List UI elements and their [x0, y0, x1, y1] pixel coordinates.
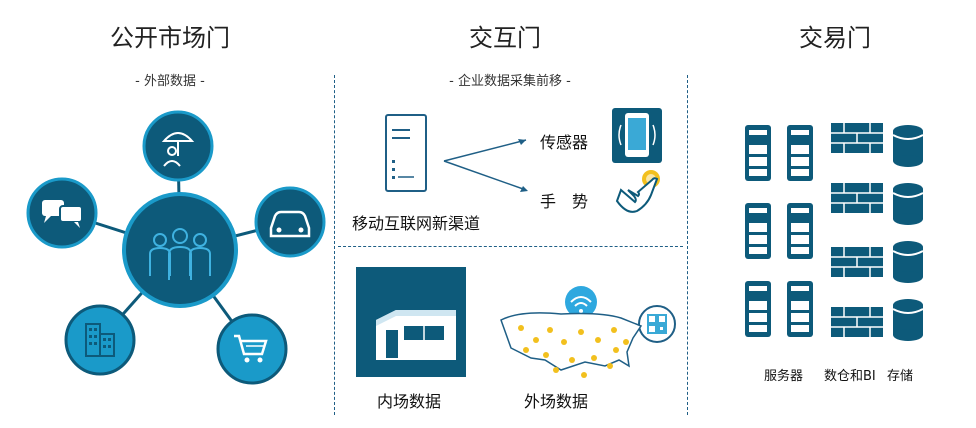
warehouse-bi-label: 数仓和BI: [824, 369, 876, 384]
sensor-label: 传感器: [540, 133, 589, 152]
server-icon: [745, 125, 813, 181]
shopping-cart-icon: [216, 313, 288, 385]
map-with-locations-icon: [500, 312, 643, 378]
server-icon: [745, 281, 813, 337]
wifi-icon: [565, 286, 597, 318]
car-icon: [254, 186, 326, 258]
interaction-door-title: 交互门: [469, 24, 541, 52]
trade-diagram: [745, 122, 924, 342]
mobile-channel-label: 移动互联网新渠道: [352, 214, 481, 233]
indoor-data-label: 内场数据: [377, 392, 442, 411]
server-icon: [745, 203, 813, 259]
trade-door-title: 交易门: [799, 24, 871, 52]
qr-code-icon: [638, 305, 676, 343]
outdoor-data-label: 外场数据: [524, 392, 589, 411]
people-group-icon: [122, 192, 238, 308]
hand-gesture-icon: [615, 170, 660, 213]
buildings-icon: [64, 304, 136, 376]
gesture-label: 手 势: [540, 192, 589, 211]
phone-sensor-icon: [612, 108, 662, 163]
indoor-store-icon: [356, 267, 466, 377]
server-tower-icon: [385, 114, 427, 192]
umbrella-person-icon: [142, 110, 214, 182]
divider-right: [687, 75, 688, 415]
chat-bubbles-icon: [26, 177, 98, 249]
database-icon: [892, 124, 924, 342]
public-door-title: 公开市场门: [110, 24, 230, 52]
hub-diagram: [26, 110, 326, 385]
enterprise-data-subtitle: - 企业数据采集前移 -: [449, 74, 571, 89]
external-data-subtitle: - 外部数据 -: [135, 74, 205, 89]
storage-label: 存储: [887, 369, 914, 384]
divider-middle: [338, 246, 683, 247]
divider-left: [334, 75, 335, 415]
interaction-diagram: [356, 108, 676, 378]
servers-label: 服务器: [764, 369, 804, 384]
warehouse-icon: [830, 122, 884, 338]
